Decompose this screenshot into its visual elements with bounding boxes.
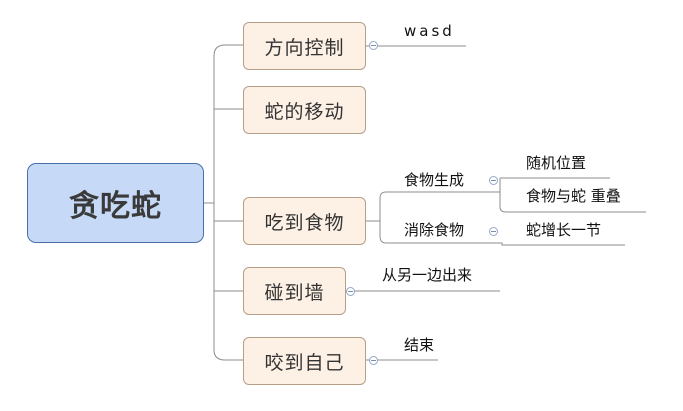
collapse-circle-icon[interactable] [489, 176, 498, 185]
branch-direction-control[interactable]: 方向控制 [243, 22, 366, 70]
label-food-overlap-snake[interactable]: 食物与蛇 重叠 [526, 187, 621, 205]
connector-remove-food [480, 242, 625, 246]
collapse-circle-icon[interactable] [369, 356, 378, 365]
connector-eat-split [366, 191, 480, 244]
branch-hit-wall[interactable]: 碰到墙 [243, 267, 346, 315]
root-node[interactable]: 贪吃蛇 [27, 163, 204, 243]
label-remove-food[interactable]: 消除食物 [404, 221, 465, 239]
label-random-position[interactable]: 随机位置 [526, 154, 587, 172]
collapse-circle-icon[interactable] [489, 227, 498, 236]
branch-snake-move[interactable]: 蛇的移动 [243, 86, 366, 134]
connector-food-gen-split [480, 177, 646, 213]
label-come-out-other-side[interactable]: 从另一边出来 [382, 266, 473, 284]
label-wasd[interactable]: wasd [404, 22, 455, 40]
connector-trunk [213, 44, 243, 361]
label-food-generation[interactable]: 食物生成 [404, 171, 465, 189]
label-snake-grow[interactable]: 蛇增长一节 [526, 221, 602, 239]
branch-eat-food[interactable]: 吃到食物 [243, 197, 366, 245]
branch-bite-self[interactable]: 咬到自己 [243, 337, 366, 385]
collapse-circle-icon[interactable] [369, 41, 378, 50]
collapse-circle-icon[interactable] [346, 287, 355, 296]
label-game-over[interactable]: 结束 [404, 336, 435, 354]
